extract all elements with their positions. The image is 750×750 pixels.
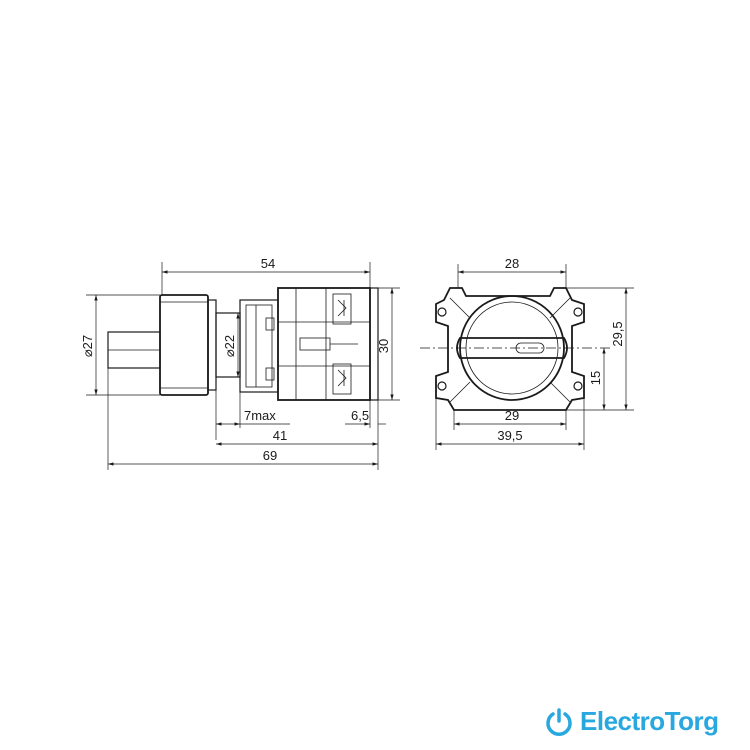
mount-hole-tl [437, 307, 447, 317]
dim-7max-label: 7max [244, 408, 276, 423]
switch-bezel [207, 299, 217, 391]
dim-69-label: 69 [263, 448, 277, 463]
dim-29-5-label: 29,5 [610, 321, 625, 346]
dim-6-5-label: 6,5 [351, 408, 369, 423]
brand-name: ElectroTorg [580, 706, 719, 736]
front-view: 28 29 39,5 29,5 15 [420, 256, 634, 450]
dim-54-label: 54 [261, 256, 275, 271]
dim-diameter-22-label: ⌀22 [222, 335, 237, 357]
mount-hole-tr [573, 307, 583, 317]
switch-knob [159, 294, 209, 396]
front-lever [456, 337, 568, 359]
dim-41-label: 41 [273, 428, 287, 443]
front-frame [435, 287, 585, 411]
dim-15-label: 15 [588, 371, 603, 385]
end-cap [369, 287, 379, 401]
brand-logo: ElectroTorg [544, 706, 719, 737]
mount-hole-bl [437, 381, 447, 391]
mount-hole-br [573, 381, 583, 391]
dim-diameter-27-label: ⌀27 [80, 335, 95, 357]
dim-30-label: 30 [376, 339, 391, 353]
power-icon [546, 707, 572, 736]
dim-39-5-label: 39,5 [497, 428, 522, 443]
dim-28-label: 28 [505, 256, 519, 271]
dim-29-label: 29 [505, 408, 519, 423]
side-view: 54 ⌀27 ⌀22 30 7max 6,5 41 69 [80, 256, 400, 470]
